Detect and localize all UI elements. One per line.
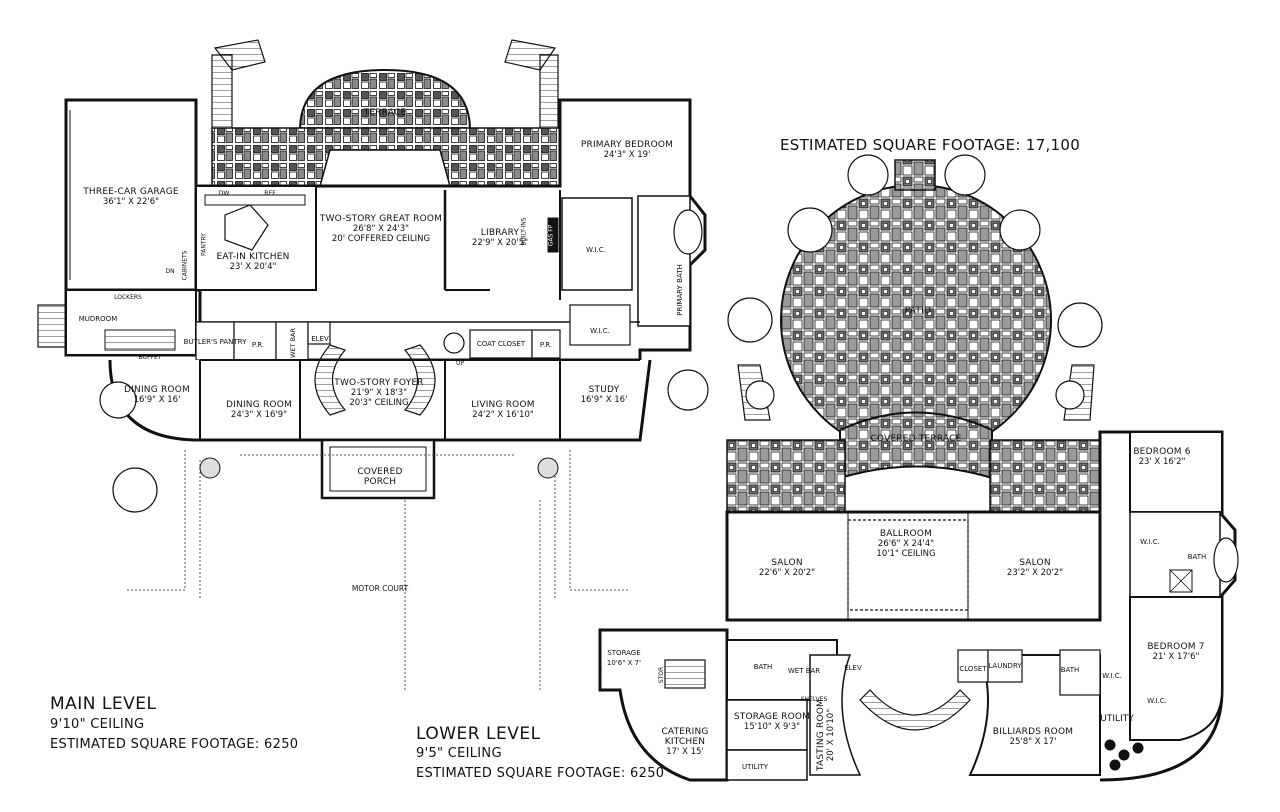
room-utility-left: UTILITY <box>742 763 768 771</box>
room-covered-porch: COVERED PORCH <box>357 467 403 487</box>
main-level-plan <box>37 39 707 690</box>
shelves-label: SHELVES <box>800 696 828 703</box>
motor-court-label: MOTOR COURT <box>351 584 409 593</box>
room-wet-bar-lower: WET BAR <box>787 667 821 675</box>
room-powder-1: P.R. <box>251 341 265 349</box>
terrace-dome <box>298 68 472 131</box>
room-patio: PATIO <box>904 306 932 316</box>
room-utility-right: UTILITY <box>1100 714 1134 724</box>
room-terrace: TERRACE <box>363 108 407 118</box>
main-level-title: MAIN LEVEL <box>50 694 157 714</box>
room-wic-7b: W.I.C. <box>1147 697 1167 705</box>
room-mudroom: MUDROOM <box>78 315 118 323</box>
ref-label: REF <box>264 190 276 197</box>
room-laundry: LAUNDRY <box>988 662 1022 670</box>
terrace-stairs-left <box>211 39 266 128</box>
room-elev-lower: ELEV <box>844 664 862 672</box>
room-primary-bath: PRIMARY BATH <box>676 264 684 316</box>
lower-level-sqft: ESTIMATED SQUARE FOOTAGE: 6250 <box>416 766 665 781</box>
spiral-stair <box>443 332 465 354</box>
lockers-label: LOCKERS <box>114 294 142 301</box>
trees-main <box>99 369 709 513</box>
dw-label: DW <box>218 190 230 197</box>
room-wic-2: W.I.C. <box>590 327 610 335</box>
room-wic-7a: W.I.C. <box>1102 672 1122 680</box>
pantry-label: PANTRY <box>200 233 208 256</box>
room-stor: STOR <box>658 666 665 684</box>
room-powder-2: P.R. <box>539 341 553 349</box>
gas-fp-label: GAS FP <box>547 224 555 247</box>
room-covered-terrace: COVERED TERRACE <box>870 434 962 444</box>
room-wic: W.I.C. <box>586 246 606 254</box>
total-sqft-label: ESTIMATED SQUARE FOOTAGE: 17,100 <box>780 136 1081 154</box>
foyer-stair-left <box>314 344 347 416</box>
room-bath-lower: BATH <box>753 663 773 671</box>
up-label: UP <box>455 360 465 367</box>
room-elev: ELEV <box>311 335 329 343</box>
room-coat-closet: COAT CLOSET <box>476 340 526 348</box>
built-ins-label: BUILT-INS <box>520 217 528 246</box>
room-wic-6: W.I.C. <box>1140 538 1160 546</box>
lower-level-ceiling: 9'5" CEILING <box>416 746 502 761</box>
dn-label: DN <box>165 268 175 275</box>
buffet-label: BUFFET <box>138 354 162 361</box>
room-butlers-pantry: BUTLER'S PANTRY <box>183 338 247 346</box>
main-level-ceiling: 9'10" CEILING <box>50 717 145 732</box>
room-wet-bar: WET BAR <box>289 328 297 358</box>
lower-level-plan <box>598 159 1239 782</box>
main-level-sqft: ESTIMATED SQUARE FOOTAGE: 6250 <box>50 737 299 752</box>
foyer-stair-right <box>403 344 436 416</box>
room-bath-7: BATH <box>1060 666 1080 674</box>
kitchen-island <box>224 204 269 251</box>
room-closet: CLOSET <box>959 665 987 673</box>
cabinets-label: CABINETS <box>181 250 189 281</box>
lower-curved-stair <box>859 689 971 731</box>
trees-lower <box>727 154 1103 410</box>
room-bath-6: BATH <box>1187 553 1207 561</box>
terrace-stairs-right <box>504 39 559 128</box>
lower-level-title: LOWER LEVEL <box>416 724 541 744</box>
